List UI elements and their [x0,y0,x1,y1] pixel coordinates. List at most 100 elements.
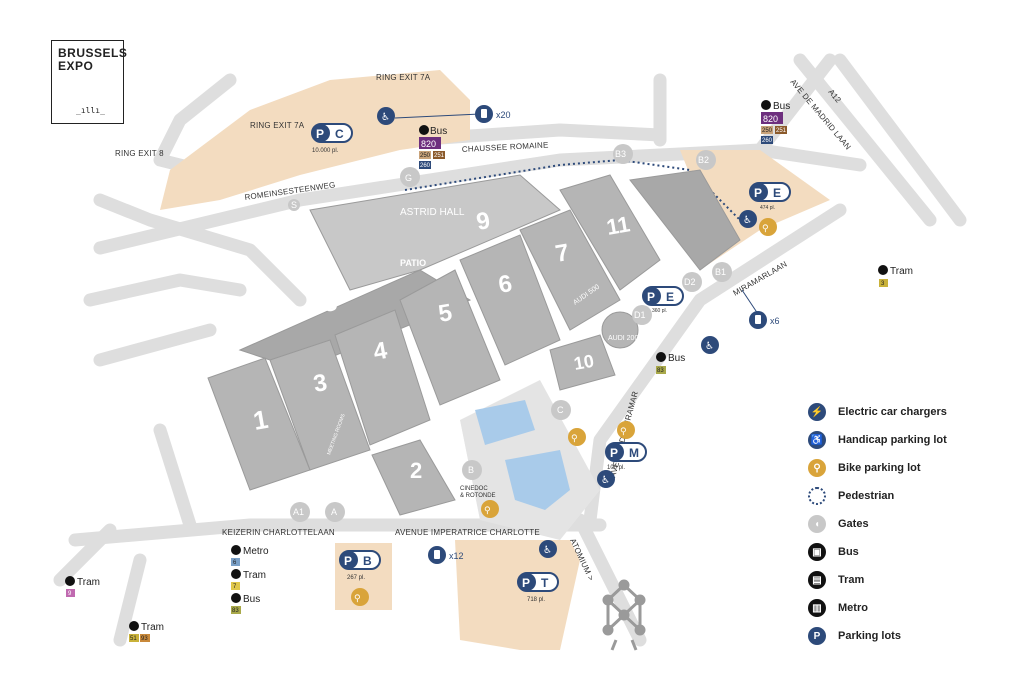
svg-text:820: 820 [421,139,436,149]
hall-4: 4 [371,337,389,366]
bus-icon [656,352,666,362]
handicap-markers: ♿ ♿ ♿ ♿ ♿ [377,107,757,558]
logo-line2: EXPO [58,59,94,73]
legend: ⚡ Electric car chargers ♿ Handicap parki… [808,398,1018,650]
road-ring-exit-7a-left: RING EXIT 7A [250,121,305,130]
svg-text:♿: ♿ [543,545,552,556]
svg-text:T: T [541,576,549,590]
legend-item: ▣ Bus [808,538,1018,566]
svg-text:Tram: Tram [77,577,100,588]
svg-text:100 pl.: 100 pl. [607,465,625,471]
metro-icon: ▥ [808,599,826,617]
tram-icon: ▤ [808,571,826,589]
astrid-hall-label: ASTRID HALL [400,207,465,218]
transit-stops: Bus 820 250 251 260 Bus 820 250 251 260 … [65,100,913,642]
legend-label: Gates [838,518,869,530]
hall-11: 11 [605,211,632,240]
svg-text:250: 250 [762,128,773,134]
parking-badges: P C 10.000 pl. P E 474 pl. P E 360 pl. P… [311,123,791,603]
svg-text:A1: A1 [293,507,304,517]
gate-c: C [551,400,571,420]
hall-2: 2 [410,458,422,483]
svg-text:260: 260 [420,163,431,169]
handicap-icon: ♿ [701,336,719,354]
svg-text:⚲: ⚲ [762,224,769,234]
svg-text:Bus: Bus [243,594,260,605]
hall-8: 8 [321,289,339,318]
bike-icon: ⚲ [481,500,499,518]
gate-d2: D2 [682,272,702,292]
tram-icon [231,569,241,579]
svg-text:51: 51 [130,636,137,642]
tram-stop-mid: Tram 7 [231,569,266,590]
gate-b: B [462,460,482,480]
gate-b2: B2 [696,150,716,170]
handicap-icon: ♿ [377,107,395,125]
svg-text:360 pl.: 360 pl. [652,308,667,314]
svg-text:251: 251 [434,153,445,159]
handicap-icon: ♿ [597,470,615,488]
svg-text:E: E [666,290,674,304]
svg-text:P: P [522,576,530,590]
svg-text:⚲: ⚲ [620,427,627,437]
svg-text:820: 820 [763,114,778,124]
svg-text:C: C [557,405,564,415]
svg-text:9: 9 [68,591,72,597]
svg-text:A: A [331,507,337,517]
gate-b1: B1 [712,262,732,282]
bus-icon [231,593,241,603]
gate-s: S [288,199,300,211]
svg-text:M: M [629,446,639,460]
gate-d1: D1 [632,305,652,325]
metro-stop: Metro 6 [231,545,269,566]
tram-stop-bottom: Tram 51 93 [129,621,164,642]
road-chaussee-romaine: CHAUSSEE ROMAINE [462,140,549,154]
tram-icon [129,621,139,631]
svg-text:7: 7 [233,584,237,590]
legend-label: Bus [838,546,859,558]
handicap-icon: ♿ [808,431,826,449]
svg-text:⚲: ⚲ [571,434,578,444]
legend-label: Metro [838,602,868,614]
road-avenue-imperatrice: AVENUE IMPERATRICE CHARLOTTE [395,528,540,537]
metro-icon [231,545,241,555]
audi2000-label: AUDI 2000 [608,335,642,342]
atomium-icon [602,579,646,651]
bike-icon: ⚲ [617,421,635,439]
bus-stop-top: Bus 820 250 251 260 [761,100,790,144]
bus-icon: ▣ [808,543,826,561]
cinedoc-label: CINEDOC [460,486,488,492]
svg-text:Bus: Bus [430,126,447,137]
gate-a: A [325,502,345,522]
hall-7: 7 [553,239,571,268]
gate-icon: ◖ [808,515,826,533]
bus-stop-mid: Bus 83 [656,352,685,374]
legend-label: Electric car chargers [838,406,947,418]
hall-10: 10 [572,351,595,374]
svg-text:83: 83 [232,608,239,614]
svg-text:Tram: Tram [243,570,266,581]
legend-label: Parking lots [838,630,901,642]
legend-item: ♿ Handicap parking lot [808,426,1018,454]
parking-c: P C 10.000 pl. [311,123,353,154]
logo-line1: BRUSSELS [58,46,128,60]
svg-text:267 pl.: 267 pl. [347,575,365,581]
bus-stop-low: Bus 83 [231,593,260,614]
gate-a1: A1 [290,502,310,522]
charger-count-right: x6 [770,316,780,326]
handicap-icon: ♿ [539,540,557,558]
charger-markers: x20 x6 x12 [394,105,780,564]
svg-text:Bus: Bus [773,101,790,112]
svg-text:♿: ♿ [601,475,610,486]
handicap-icon: ♿ [739,210,757,228]
tram-stop-right: Tram 3 [878,265,913,287]
parking-m: P M 100 pl. [605,442,647,471]
legend-item: ⚡ Electric car chargers [808,398,1018,426]
charger-count-top: x20 [496,110,511,120]
road-ring-exit-8: RING EXIT 8 [115,149,164,158]
tram-icon [65,576,75,586]
tram-icon [878,265,888,275]
svg-text:P: P [647,290,655,304]
